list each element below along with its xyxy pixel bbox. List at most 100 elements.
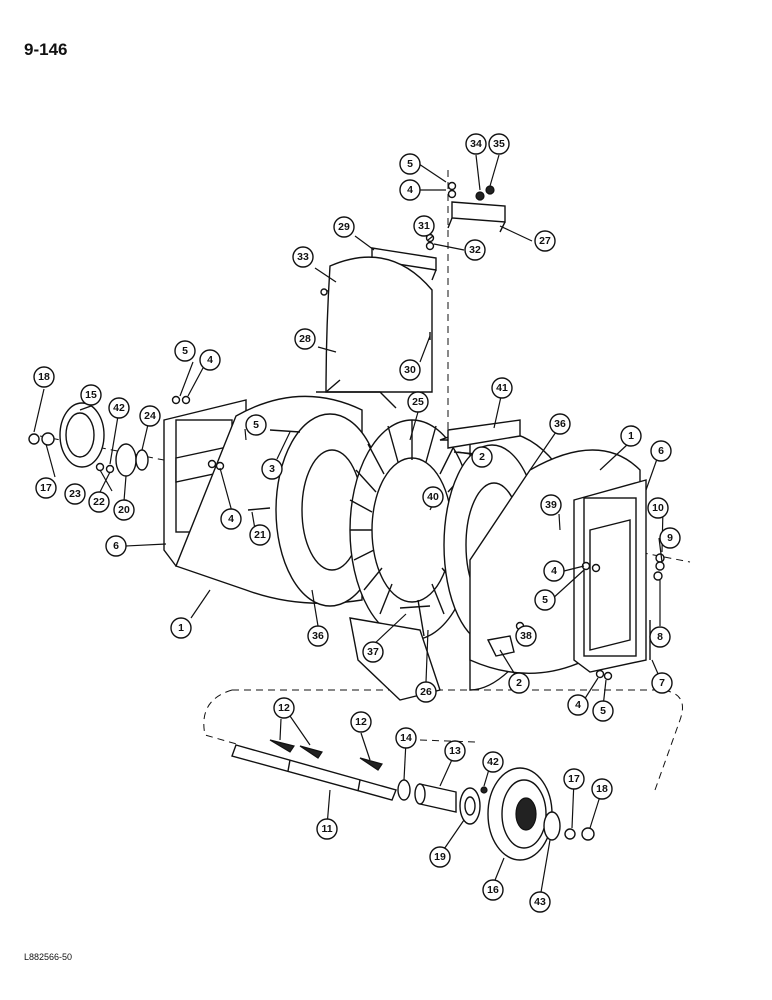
callout: 6	[650, 440, 672, 462]
callout: 12	[273, 697, 295, 719]
svg-text:5: 5	[542, 594, 548, 606]
callout: 18	[33, 366, 55, 388]
svg-text:9: 9	[667, 532, 673, 544]
svg-text:28: 28	[299, 333, 311, 345]
callout: 6	[105, 535, 127, 557]
callout: 5	[245, 414, 267, 436]
svg-text:16: 16	[487, 884, 499, 896]
svg-text:29: 29	[338, 221, 350, 233]
svg-text:43: 43	[534, 896, 546, 908]
svg-text:20: 20	[118, 504, 130, 516]
svg-text:31: 31	[418, 220, 430, 232]
svg-text:39: 39	[545, 499, 557, 511]
callout: 43	[529, 891, 551, 913]
svg-text:34: 34	[470, 138, 482, 150]
callout: 36	[307, 625, 329, 647]
svg-text:37: 37	[367, 646, 379, 658]
callout: 31	[413, 215, 435, 237]
callout: 1	[170, 617, 192, 639]
svg-text:5: 5	[182, 345, 188, 357]
callout: 20	[113, 499, 135, 521]
callout: 7	[651, 672, 673, 694]
svg-text:4: 4	[551, 565, 557, 577]
callout: 5	[399, 153, 421, 175]
svg-text:10: 10	[652, 502, 664, 514]
callout: 27	[534, 230, 556, 252]
callout: 11	[316, 818, 338, 840]
callout: 12	[350, 711, 372, 733]
callout: 17	[563, 768, 585, 790]
svg-text:8: 8	[657, 631, 663, 643]
callout: 32	[464, 239, 486, 261]
svg-text:4: 4	[207, 354, 213, 366]
svg-text:5: 5	[253, 419, 259, 431]
callout: 39	[540, 494, 562, 516]
svg-text:24: 24	[144, 410, 156, 422]
svg-text:15: 15	[85, 389, 97, 401]
callout: 23	[64, 483, 86, 505]
svg-text:7: 7	[659, 677, 665, 689]
callout: 21	[249, 524, 271, 546]
svg-text:32: 32	[469, 244, 481, 256]
svg-text:35: 35	[493, 138, 505, 150]
svg-text:5: 5	[407, 158, 413, 170]
callout: 3	[261, 458, 283, 480]
callout: 5	[534, 589, 556, 611]
callout: 4	[567, 694, 589, 716]
callout: 16	[482, 879, 504, 901]
callout: 25	[407, 391, 429, 413]
callout: 26	[415, 681, 437, 703]
svg-text:19: 19	[434, 851, 446, 863]
callout: 5	[592, 700, 614, 722]
callout: 2	[508, 672, 530, 694]
svg-text:5: 5	[600, 705, 606, 717]
svg-text:14: 14	[400, 732, 412, 744]
page-number: 9-146	[24, 40, 68, 59]
svg-text:38: 38	[520, 630, 532, 642]
svg-text:41: 41	[496, 382, 508, 394]
svg-text:1: 1	[628, 430, 634, 442]
callout: 33	[292, 246, 314, 268]
callout: 18	[591, 778, 613, 800]
svg-text:23: 23	[69, 488, 81, 500]
callout: 41	[491, 377, 513, 399]
svg-text:12: 12	[278, 702, 290, 714]
callout: 2	[471, 446, 493, 468]
figure-code: L882566-50	[24, 952, 73, 962]
callout: 13	[444, 740, 466, 762]
svg-text:2: 2	[516, 677, 522, 689]
callout: 19	[429, 846, 451, 868]
callout: 9	[659, 527, 681, 549]
callout: 4	[220, 508, 242, 530]
svg-text:36: 36	[312, 630, 324, 642]
svg-text:6: 6	[658, 445, 664, 457]
svg-text:11: 11	[321, 823, 332, 835]
callout: 34	[465, 133, 487, 155]
callout: 29	[333, 216, 355, 238]
callout: 1	[620, 425, 642, 447]
svg-text:33: 33	[297, 251, 309, 263]
callout: 4	[543, 560, 565, 582]
callout: 38	[515, 625, 537, 647]
svg-text:2: 2	[479, 451, 485, 463]
svg-text:12: 12	[355, 716, 367, 728]
svg-text:4: 4	[407, 184, 413, 196]
svg-text:13: 13	[449, 745, 461, 757]
svg-text:4: 4	[575, 699, 581, 711]
svg-text:42: 42	[113, 402, 125, 414]
callout: 10	[647, 497, 669, 519]
svg-text:26: 26	[420, 686, 432, 698]
svg-text:6: 6	[113, 540, 119, 552]
svg-text:30: 30	[404, 364, 416, 376]
callout: 37	[362, 641, 384, 663]
callout: 42	[482, 751, 504, 773]
callout: 4	[199, 349, 221, 371]
callout: 17	[35, 477, 57, 499]
svg-text:42: 42	[487, 756, 499, 768]
callout: 5	[174, 340, 196, 362]
callout: 15	[80, 384, 102, 406]
svg-text:4: 4	[228, 513, 234, 525]
svg-text:17: 17	[40, 482, 52, 494]
callout: 24	[139, 405, 161, 427]
svg-text:18: 18	[38, 371, 50, 383]
